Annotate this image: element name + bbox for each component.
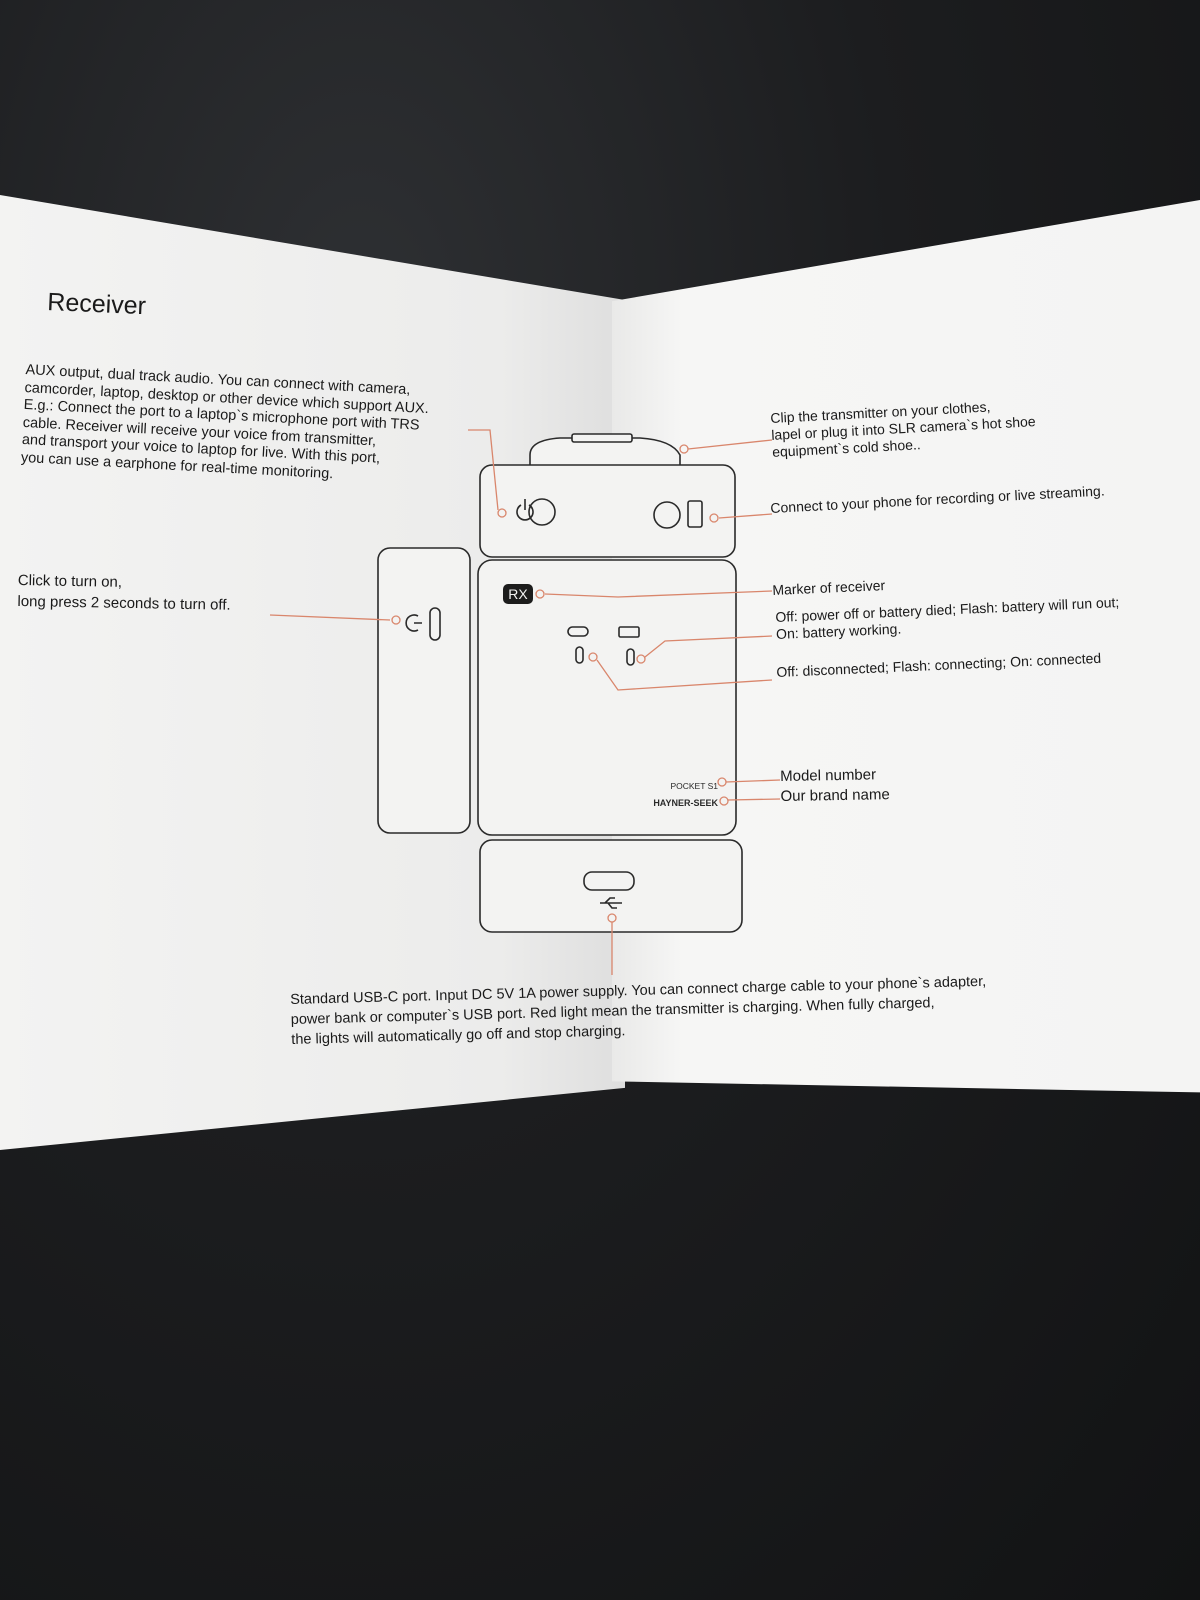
- aux-description: AUX output, dual track audio. You can co…: [21, 362, 431, 488]
- model-number-label: Model number: [780, 766, 877, 785]
- model-brand-labels: Model number Our brand name: [780, 765, 890, 807]
- power-description: Click to turn on, long press 2 seconds t…: [17, 570, 231, 616]
- brand-name-label: Our brand name: [780, 786, 890, 805]
- power-line: long press 2 seconds to turn off.: [17, 592, 231, 614]
- page-title: Receiver: [46, 288, 147, 321]
